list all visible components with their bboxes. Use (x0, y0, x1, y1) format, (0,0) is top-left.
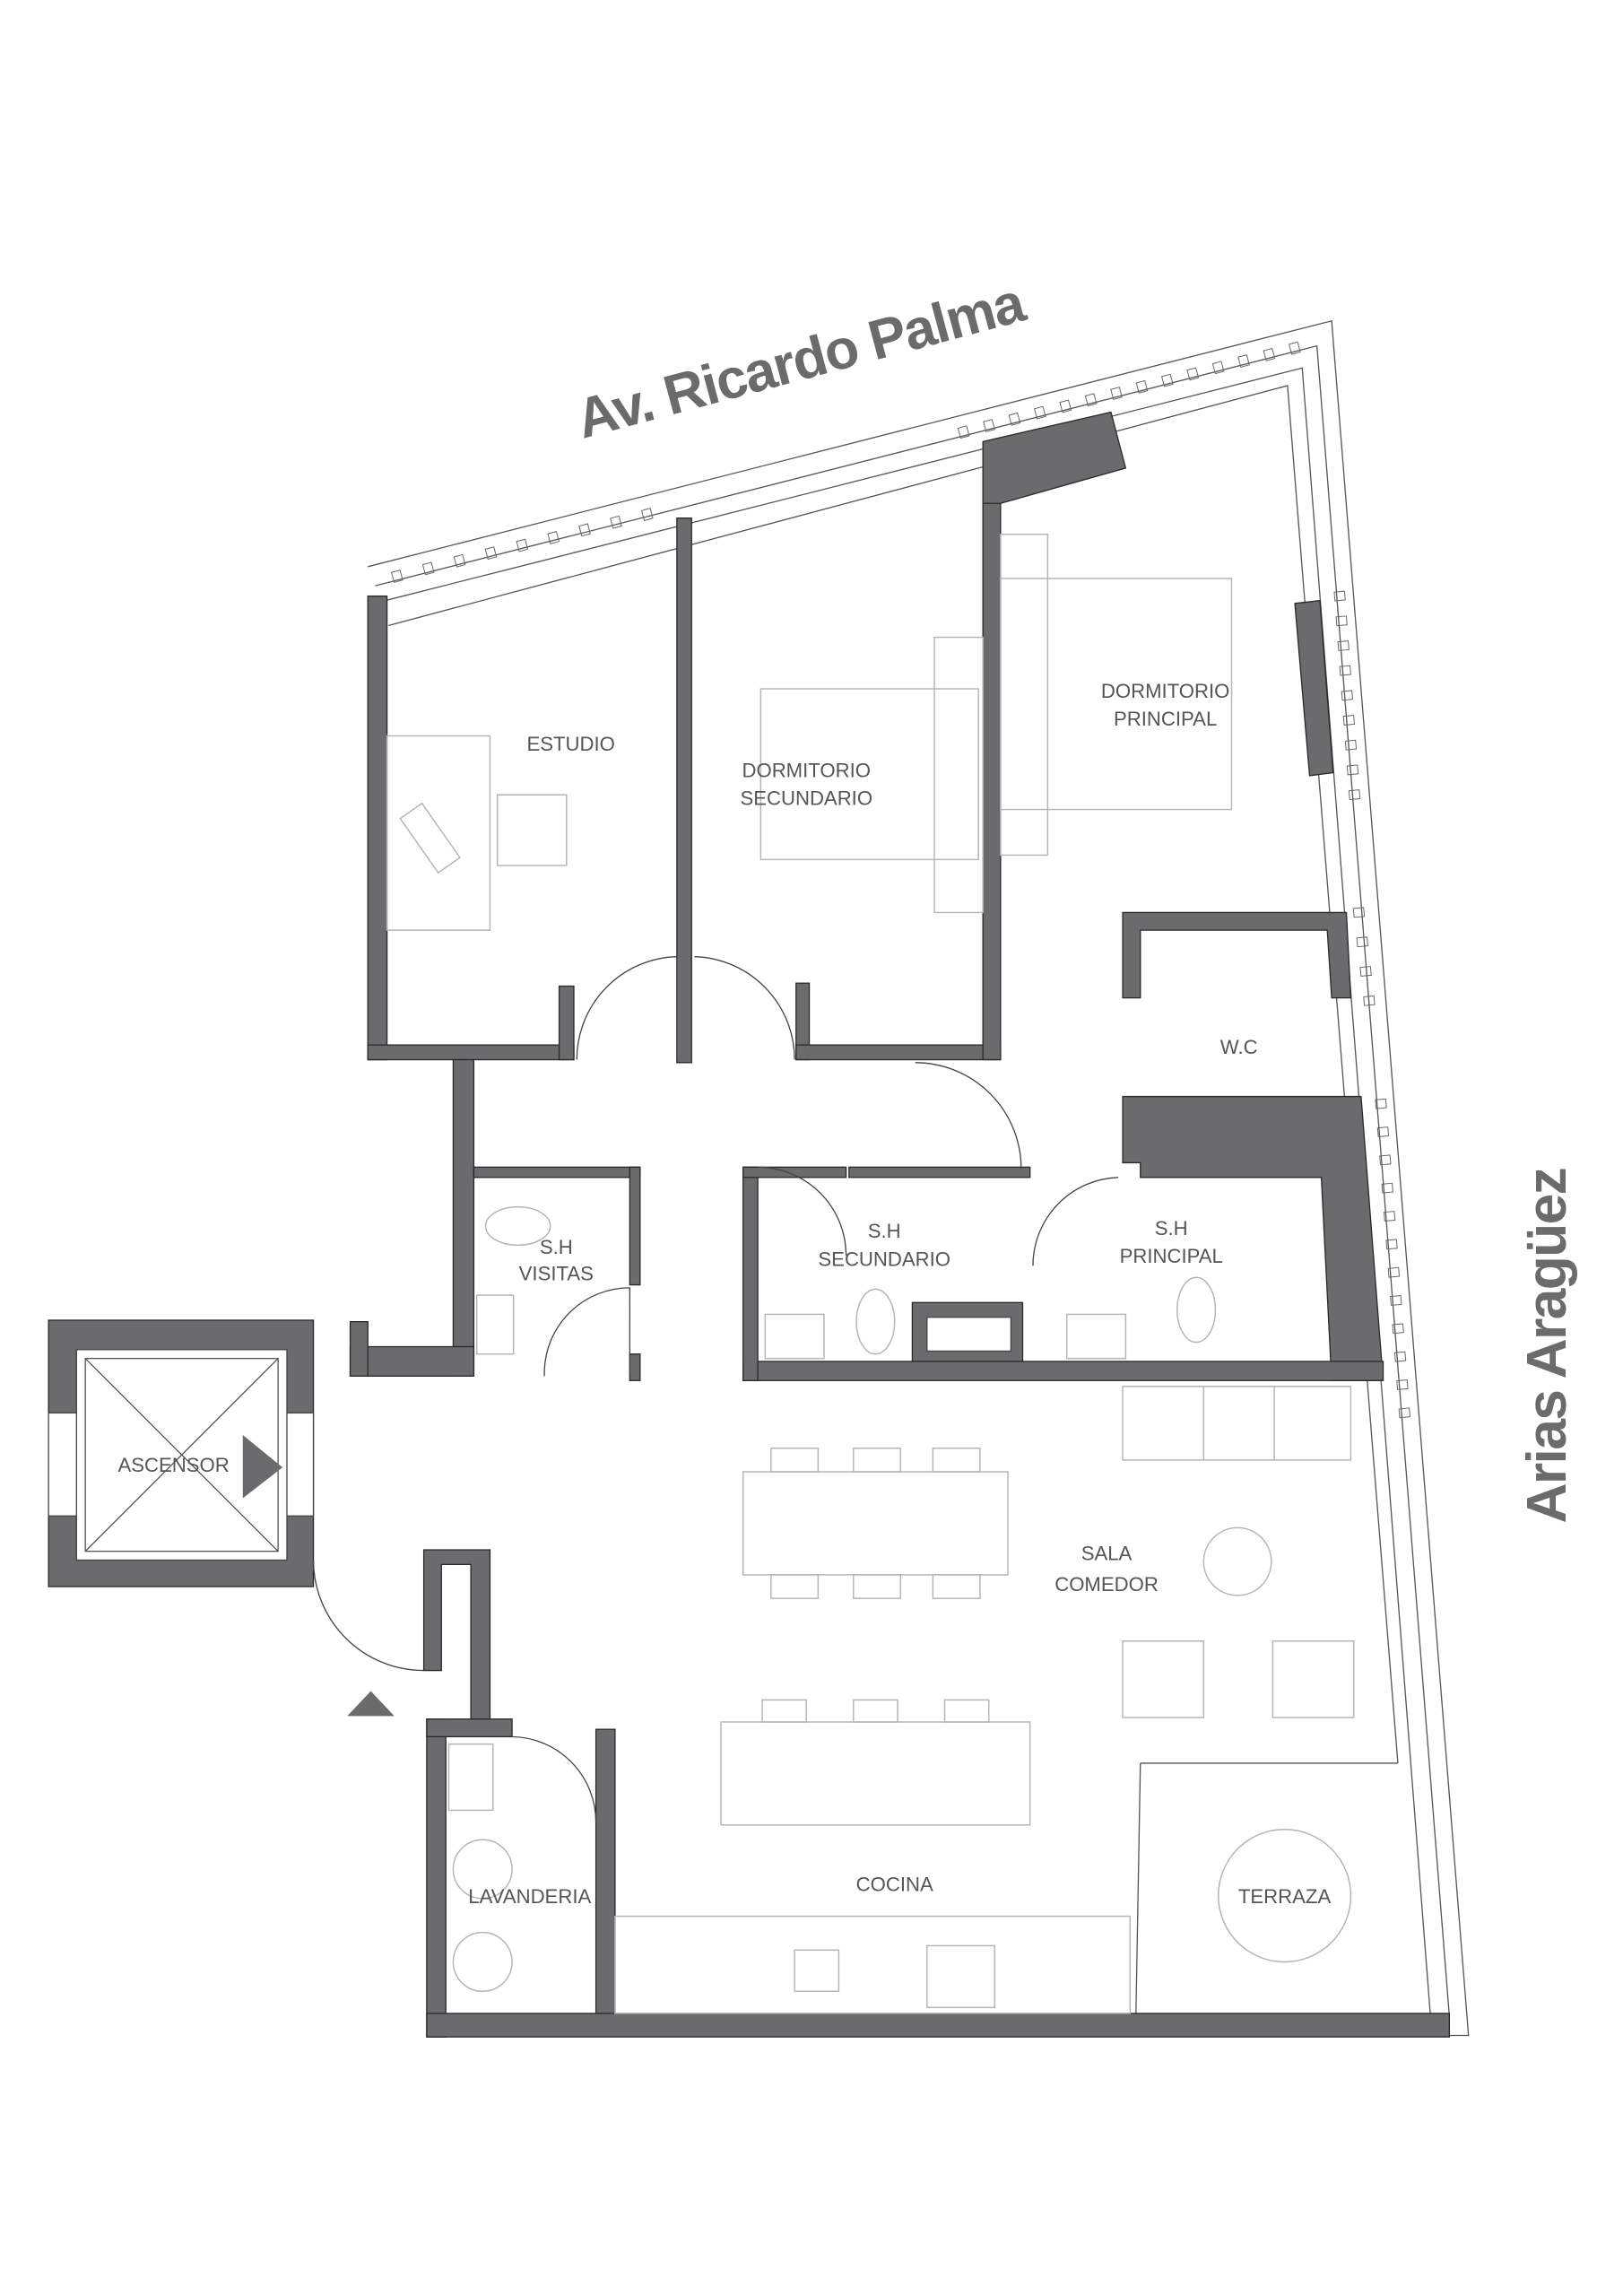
railing-post (1376, 1126, 1390, 1137)
walls (349, 411, 1451, 2038)
railing-post (957, 425, 970, 439)
railing-post (578, 523, 591, 537)
railing-post (1363, 995, 1376, 1006)
railing-post (1346, 764, 1359, 776)
railing-post (516, 538, 529, 552)
label-dormitorio-principal: DORMITORIO (1101, 680, 1230, 702)
railing-post (1396, 1379, 1409, 1390)
railing-post (1263, 347, 1276, 361)
railing-post (1333, 590, 1346, 602)
railing-post (1348, 789, 1361, 801)
railing-post (1008, 412, 1021, 426)
label-sh-secundario-2: SECUNDARIO (818, 1248, 950, 1270)
railing-post (1393, 1351, 1407, 1362)
label-sh-principal-2: PRINCIPAL (1120, 1245, 1223, 1267)
label-sh-visitas-2: VISITAS (519, 1263, 594, 1285)
railing-post (453, 553, 466, 568)
railing-post (1135, 379, 1149, 394)
elevator-arrow-icon (242, 1434, 283, 1499)
railing-post (1383, 1211, 1396, 1222)
railing-posts (391, 341, 1410, 1419)
railing-post (1335, 615, 1348, 627)
room-labels: ESTUDIO DORMITORIO SECUNDARIO DORMITORIO… (118, 680, 1332, 1908)
railing-post (1059, 399, 1072, 413)
label-dormitorio-secundario-2: SECUNDARIO (740, 787, 872, 810)
railing-post (640, 508, 654, 522)
label-comedor: COMEDOR (1055, 1573, 1159, 1596)
railing-post (1289, 341, 1301, 355)
label-dormitorio-secundario: DORMITORIO (742, 759, 871, 781)
exterior-outline (368, 319, 1470, 2037)
railing-post (1344, 739, 1358, 751)
railing-post (1392, 1323, 1404, 1335)
railing-post (1390, 1295, 1402, 1306)
railing-post (1341, 690, 1353, 701)
entry-arrow-icon (347, 1691, 395, 1717)
label-sh-visitas: S.H (540, 1236, 573, 1258)
street-label-east: Arias Aragüez (1516, 1169, 1578, 1524)
railing-post (1375, 1098, 1387, 1109)
railing-post (1379, 1154, 1392, 1166)
label-wc: W.C (1220, 1036, 1258, 1058)
railing-post (1237, 354, 1250, 368)
label-sala: SALA (1081, 1542, 1133, 1564)
railing-post (1359, 966, 1372, 977)
label-ascensor: ASCENSOR (118, 1454, 230, 1476)
furniture (386, 533, 1355, 2014)
railing-post (1381, 1182, 1393, 1194)
railing-post (391, 570, 404, 583)
railing-post (1186, 367, 1200, 381)
label-estudio: ESTUDIO (526, 733, 614, 755)
railing-post (1084, 393, 1098, 407)
railing-post (484, 546, 498, 561)
railing-post (1342, 715, 1356, 726)
railing-post (1339, 665, 1351, 676)
label-lavanderia: LAVANDERIA (468, 1885, 591, 1908)
railing-post (1356, 936, 1368, 948)
railing-post (1337, 640, 1350, 651)
railing-post (1211, 361, 1225, 375)
railing-post (1352, 907, 1366, 918)
railing-post (1033, 405, 1046, 420)
railing-post (983, 419, 995, 432)
street-label-north: Av. Ricardo Palma (570, 271, 1033, 450)
label-terraza: TERRAZA (1238, 1885, 1332, 1908)
railing-post (1387, 1266, 1401, 1278)
label-sh-secundario: S.H (868, 1220, 901, 1242)
railing-post (1385, 1239, 1398, 1250)
label-dormitorio-principal-2: PRINCIPAL (1114, 708, 1217, 730)
label-sh-principal: S.H (1155, 1217, 1188, 1239)
railing-post (1110, 387, 1123, 400)
railing-post (547, 531, 560, 544)
railing-post (421, 561, 435, 576)
doors (312, 955, 1119, 1822)
label-cocina: COCINA (856, 1874, 933, 1896)
railing-post (610, 515, 622, 529)
railing-post (1160, 373, 1174, 387)
railing-post (1398, 1407, 1410, 1419)
elevator (48, 1319, 315, 1587)
